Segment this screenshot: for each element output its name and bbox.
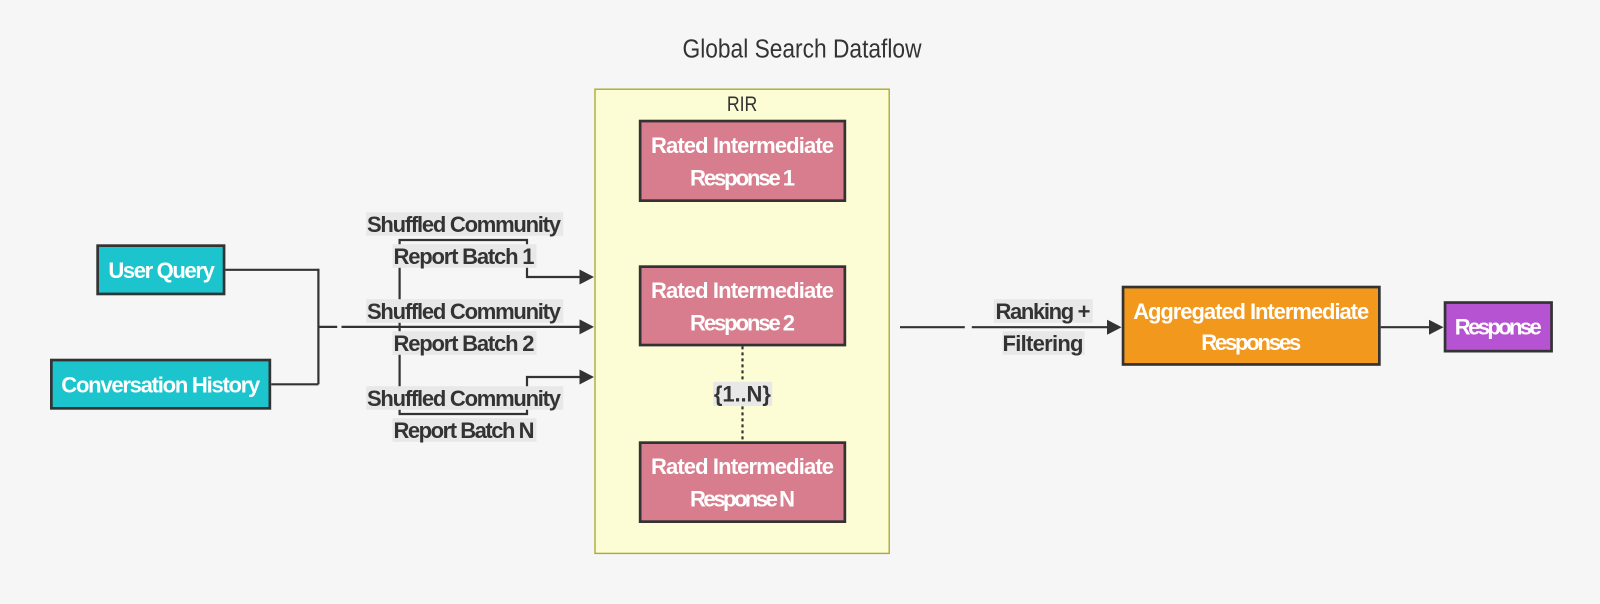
svg-text:Aggregated Intermediate: Aggregated Intermediate — [1133, 299, 1369, 324]
svg-text:Global Search Dataflow: Global Search Dataflow — [683, 36, 923, 64]
svg-text:Rated Intermediate: Rated Intermediate — [651, 133, 834, 158]
svg-text:Rated Intermediate: Rated Intermediate — [651, 278, 834, 303]
svg-text:Ranking +: Ranking + — [996, 299, 1091, 324]
svg-text:Shuffled Community: Shuffled Community — [367, 299, 562, 324]
svg-text:{1..N}: {1..N} — [714, 382, 771, 407]
svg-text:Report Batch 2: Report Batch 2 — [394, 331, 535, 356]
svg-text:Response 2: Response 2 — [690, 310, 795, 335]
svg-text:Response N: Response N — [690, 487, 795, 512]
svg-text:Response: Response — [1455, 315, 1542, 340]
svg-text:Response 1: Response 1 — [690, 165, 795, 190]
svg-text:RIR: RIR — [727, 92, 758, 116]
svg-text:Filtering: Filtering — [1003, 331, 1084, 356]
svg-text:Shuffled Community: Shuffled Community — [367, 386, 562, 411]
svg-text:Report Batch 1: Report Batch 1 — [394, 244, 535, 269]
svg-text:Responses: Responses — [1201, 330, 1301, 355]
svg-text:Report Batch N: Report Batch N — [394, 418, 535, 443]
svg-text:User Query: User Query — [108, 258, 215, 283]
svg-text:Shuffled Community: Shuffled Community — [367, 212, 562, 237]
svg-text:Rated Intermediate: Rated Intermediate — [651, 454, 834, 479]
svg-text:Conversation History: Conversation History — [61, 373, 261, 398]
